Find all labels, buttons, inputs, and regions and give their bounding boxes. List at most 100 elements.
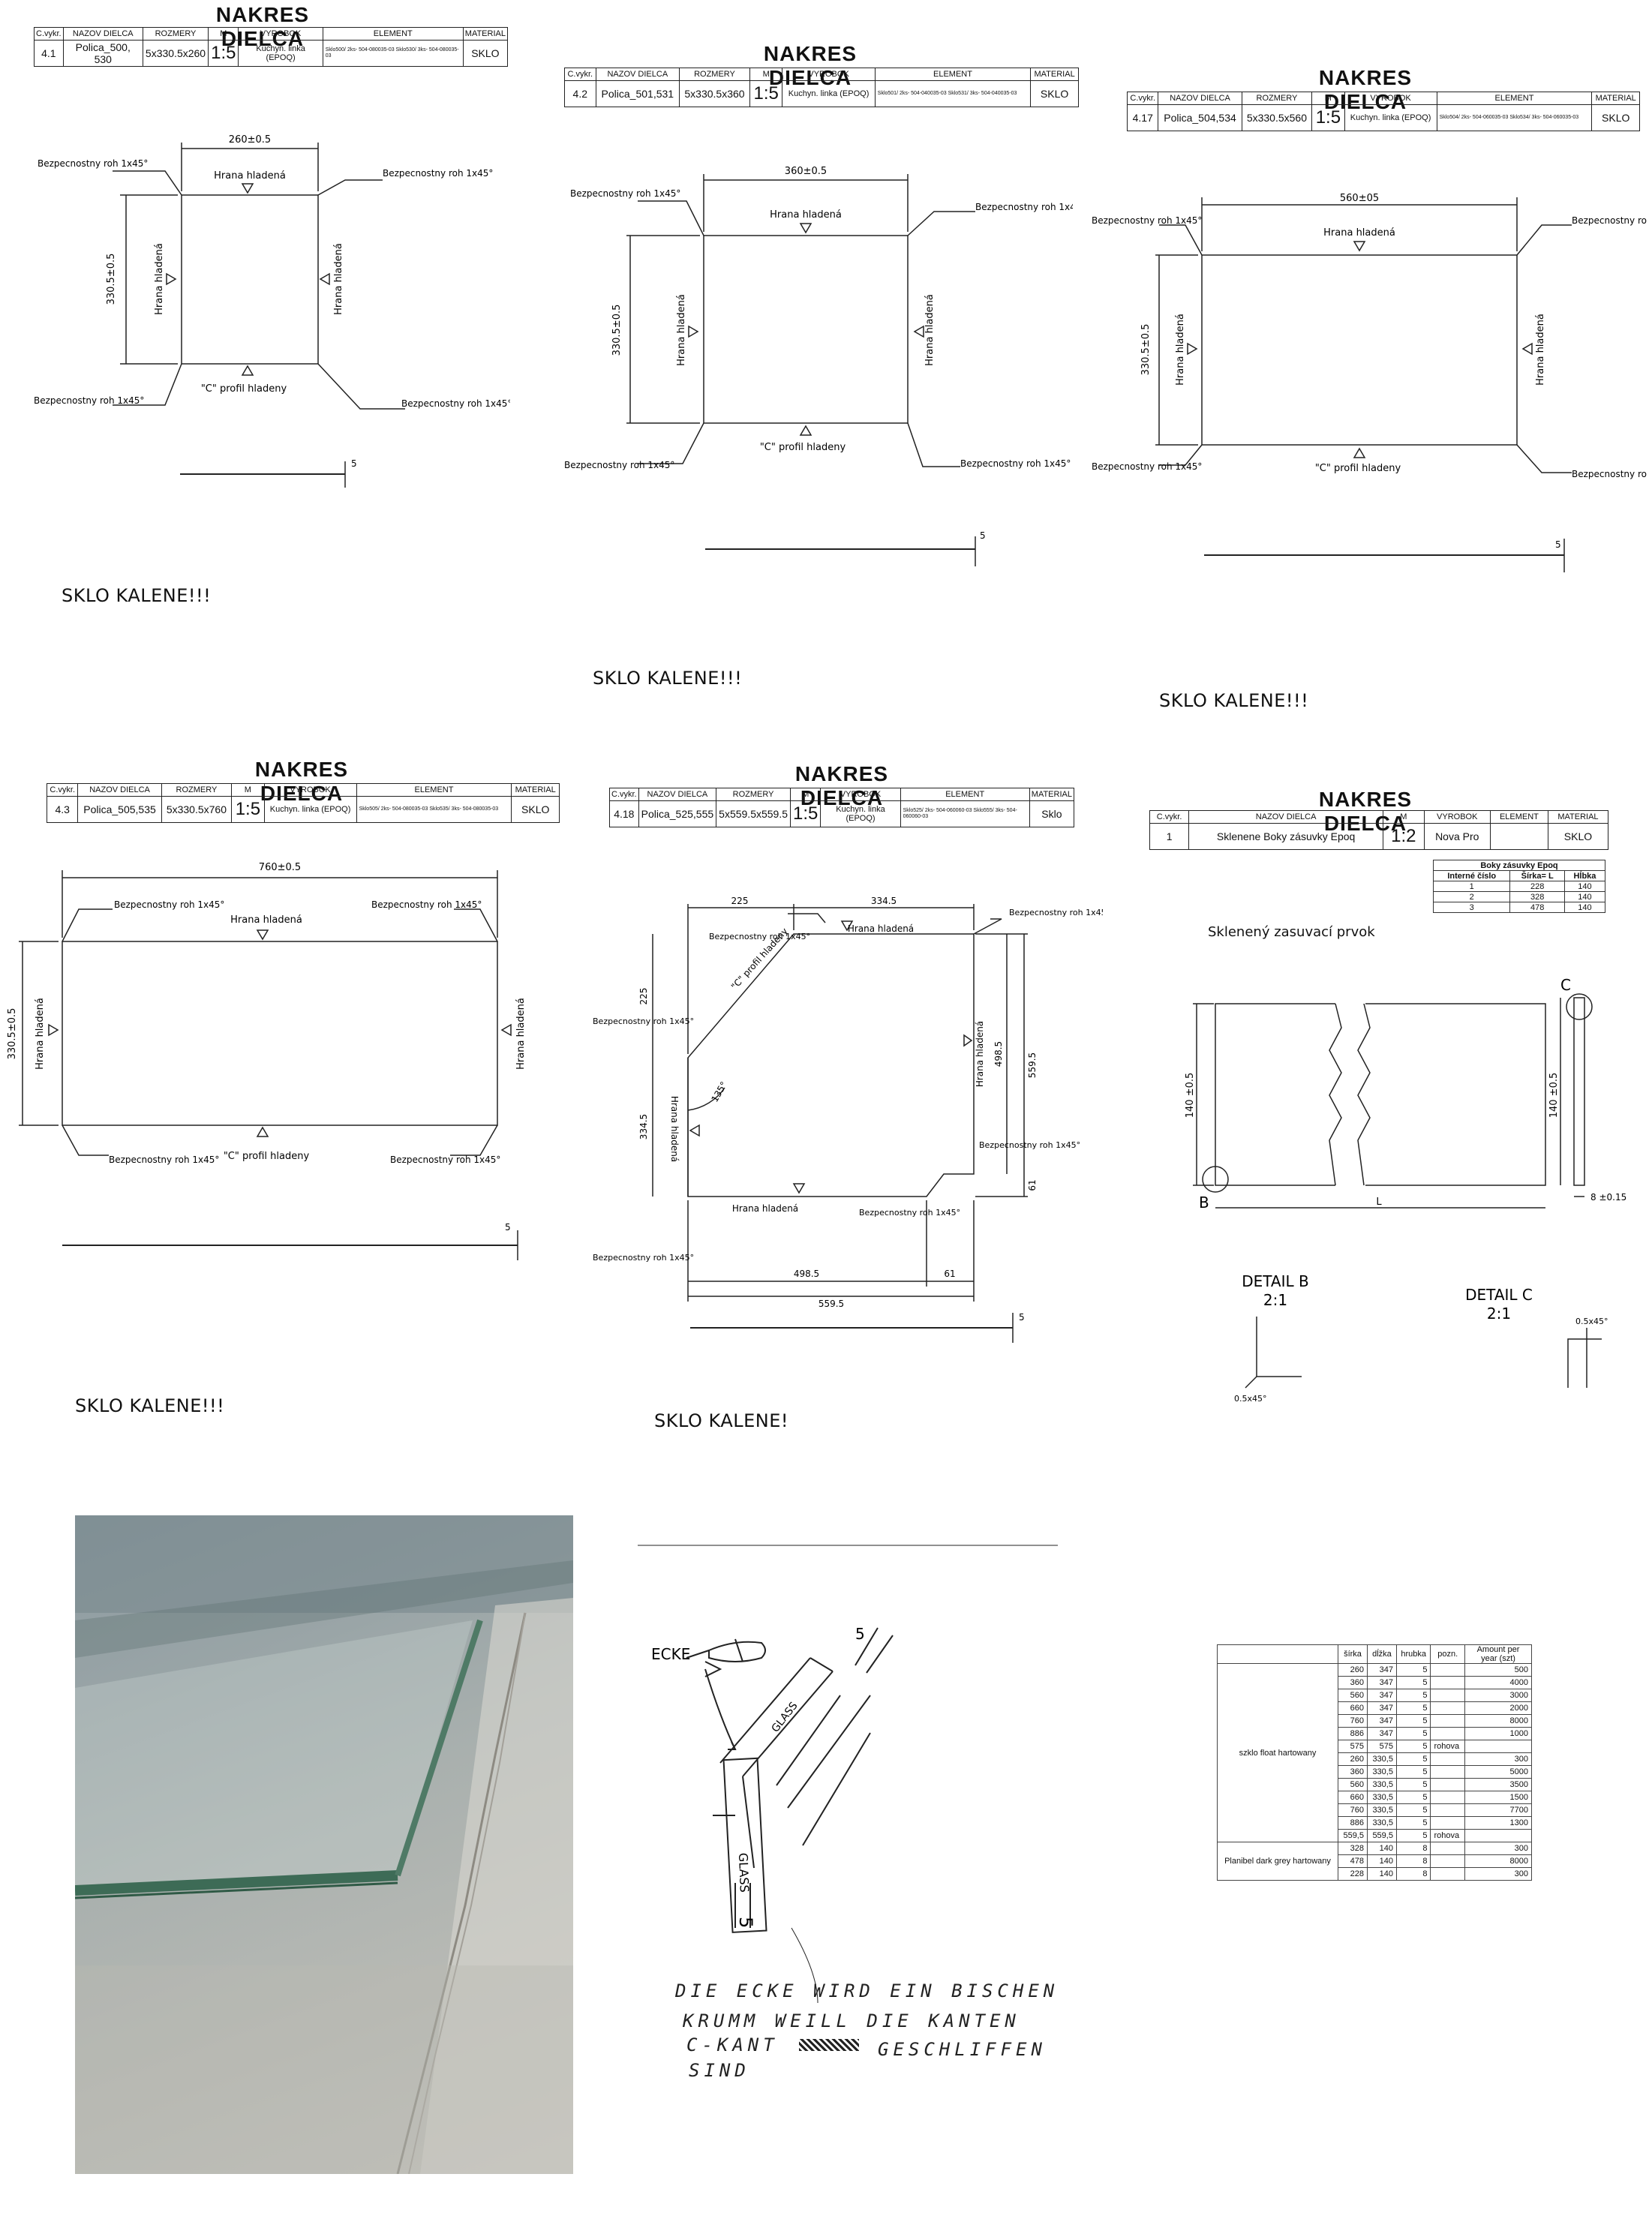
table-cell: [1430, 1791, 1465, 1804]
material: Sklo: [1029, 800, 1075, 827]
tempered-note: SKLO KALENE!!!: [62, 585, 212, 606]
subtitle: Sklenený zasuvací prvok: [1208, 924, 1375, 940]
table-cell: 478: [1338, 1854, 1368, 1868]
dim-559-5: 559.5: [1027, 1052, 1038, 1078]
scale: 1:5: [208, 40, 239, 67]
table-cell: 886: [1338, 1727, 1368, 1740]
table-cell: 5: [1395, 1676, 1431, 1689]
part-drawing: 760±0.5 330.5±0.5 Hrana hladená Hrana hl…: [7, 862, 527, 1260]
part-number: 4.3: [46, 796, 79, 823]
product: Kuchyn. linka (EPOQ): [238, 40, 323, 67]
dim-61: 61: [1027, 1179, 1038, 1191]
table-cell: 8: [1395, 1867, 1431, 1881]
edge-label: Hrana hladená: [214, 170, 286, 182]
table-cell: 5: [1395, 1701, 1431, 1715]
corner-label: Bezpecnostny roh 1x45°: [34, 395, 144, 406]
product: Kuchyn. linka (EPOQ): [782, 80, 876, 107]
table-cell: [1430, 1752, 1465, 1766]
tempered-note: SKLO KALENE!: [654, 1410, 789, 1431]
table-cell: 5: [1395, 1740, 1431, 1753]
material: SKLO: [1547, 823, 1609, 850]
part-drawing: 140 ±0.5 140 ±0.5 L B C 8 ±0.15 DETAIL B…: [1185, 976, 1626, 1404]
height-dimension: 140 ±0.5: [1185, 1073, 1196, 1119]
scribble: [799, 2039, 859, 2051]
corner-label: Bezpecnostny roh 1x45°: [1009, 908, 1103, 917]
table-cell: 575: [1338, 1740, 1368, 1753]
element: Sklo505/ 2ks- 504-080035-03 Sklo535/ 3ks…: [356, 796, 512, 823]
table-cell: 7700: [1464, 1803, 1532, 1817]
dimensions: 5x330.5x560: [1241, 104, 1313, 131]
dim-225: 225: [731, 896, 749, 906]
width-dimension: 260±0.5: [229, 134, 271, 146]
corner-label: Bezpecnostny roh 1x45°: [859, 1208, 960, 1218]
table-cell: 1500: [1464, 1791, 1532, 1804]
table-cell: [1430, 1663, 1465, 1677]
angle-135: 135°: [709, 1079, 729, 1103]
thickness-dimension: 8 ±0.15: [1590, 1192, 1626, 1203]
table-cell: 5: [1395, 1714, 1431, 1728]
glass-edge-photo: [75, 1515, 573, 2174]
table-cell: 140: [1366, 1867, 1397, 1881]
table-cell: 5: [1395, 1829, 1431, 1842]
sketch-line-2: KRUMM WEILL DIE KANTEN: [683, 2010, 1020, 2031]
sketch-drawing: ECKE GLASS GLASS 5 5: [638, 1545, 1058, 2004]
corner-label: Bezpecnostny roh 1x45°: [1092, 461, 1202, 472]
part-drawing: 225 334.5 225 334.5 498.5 559.5 61 498.5…: [593, 896, 1103, 1343]
part-name: Polica_505,535: [77, 796, 162, 823]
part-drawing: 560±05 330.5±0.5 Hrana hladená Hrana hla…: [1092, 193, 1647, 572]
glass-label: GLASS: [770, 1700, 800, 1734]
edge-label: Hrana hladená: [230, 914, 302, 926]
table-cell: 5: [1395, 1765, 1431, 1779]
table-cell: [1430, 1816, 1465, 1830]
table-cell: 5: [1395, 1778, 1431, 1791]
table-cell: 559,5: [1338, 1829, 1368, 1842]
table-cell: 140: [1366, 1842, 1397, 1855]
table-cell: 5: [1395, 1663, 1431, 1677]
corner-label: Bezpecnostny roh 1x45°: [390, 1155, 500, 1165]
table-cell: 347: [1366, 1701, 1397, 1715]
table-cell: 330,5: [1366, 1765, 1397, 1779]
edge-label: Hrana hladená: [333, 243, 344, 315]
table-cell: 330,5: [1366, 1791, 1397, 1804]
table-cell: 347: [1366, 1689, 1397, 1702]
table-cell: 886: [1338, 1816, 1368, 1830]
corner-label: Bezpecnostny roh 1x45°: [593, 1253, 694, 1263]
detail-b-marker: B: [1199, 1194, 1209, 1212]
thickness-dimension: 5: [505, 1222, 511, 1233]
dim-61: 61: [944, 1269, 955, 1279]
height-dimension: 330.5±0.5: [7, 1008, 18, 1060]
table-cell: 330,5: [1366, 1778, 1397, 1791]
part-number: 1: [1149, 823, 1190, 850]
table-cell: 660: [1338, 1701, 1368, 1715]
tempered-note: SKLO KALENE!!!: [593, 668, 743, 689]
table-cell: 760: [1338, 1803, 1368, 1817]
scale: 1:5: [790, 800, 821, 827]
edge-label: Hrana hladená: [848, 923, 914, 934]
height-dimension: 330.5±0.5: [106, 254, 117, 305]
corner-label: Bezpecnostny roh 1x45°: [109, 1155, 219, 1165]
group-label: Planibel dark grey hartowany: [1217, 1842, 1338, 1881]
corner-label: Bezpecnostny roh 1x45°: [38, 158, 148, 169]
edge-label: Hrana hladená: [924, 294, 936, 366]
edge-label: Hrana hladená: [975, 1021, 985, 1087]
table-cell: 300: [1464, 1752, 1532, 1766]
table-cell: [1430, 1676, 1465, 1689]
edge-label: Hrana hladená: [515, 998, 527, 1070]
amount-table: šírka dĺžka hrubka pozn. Amount per year…: [1217, 1644, 1532, 1881]
five-label: 5: [855, 1625, 865, 1643]
material: SKLO: [1030, 80, 1079, 107]
table-cell: 8: [1395, 1842, 1431, 1855]
corner-label: Bezpecnostny roh 1x45°: [1572, 215, 1647, 226]
corner-label: Bezpecnostny roh 1x45°: [593, 1016, 694, 1026]
dimensions: 5x559.5x559.5: [716, 800, 791, 827]
table-cell: 328: [1338, 1842, 1368, 1855]
element: Sklo500/ 2ks- 504-080035-03 Sklo530/ 3ks…: [322, 40, 464, 67]
table-cell: 5000: [1464, 1765, 1532, 1779]
